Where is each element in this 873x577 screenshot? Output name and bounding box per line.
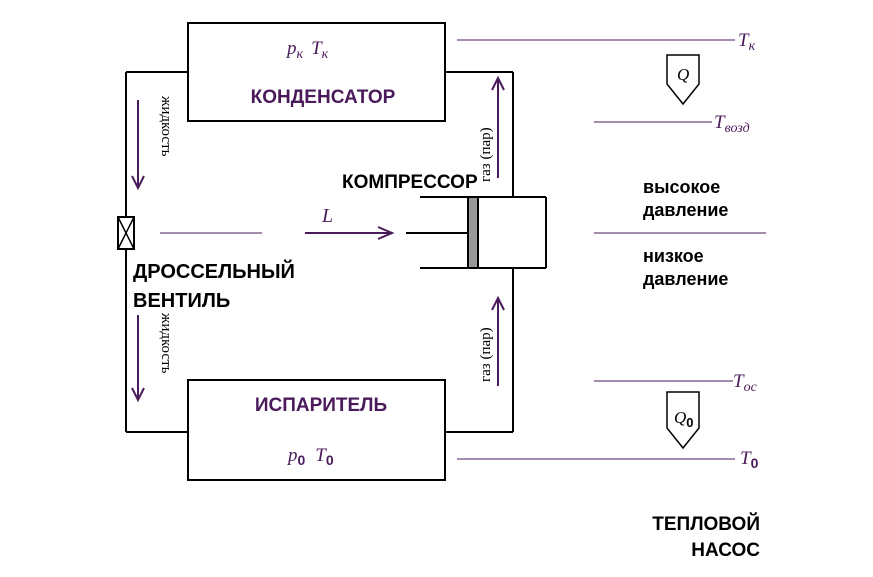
throttle-valve-icon [117,216,135,250]
work-label: L [321,205,333,227]
heat-flow-bottom-icon [666,391,700,450]
temp-tos: Tос [733,371,758,395]
compressor-label: КОМПРЕССОР [342,172,478,193]
throttle-label-line1: ДРОССЕЛЬНЫЙ [133,259,295,283]
condenser-box [187,22,446,122]
low-pressure-line2: давление [643,269,728,289]
flow-arrows [131,75,505,403]
gas-label-top: газ (пар) [478,127,494,182]
heat-flow-top-icon [666,54,700,106]
temp-tvozd: Tвозд [714,112,750,136]
temp-t0: T0 [740,448,759,471]
liquid-label-bottom: жидкость [158,312,174,374]
compressor-cylinder [406,196,547,269]
temperature-lines [457,39,735,460]
heat-q-top: Q [677,65,689,84]
low-pressure-line1: низкое [643,246,704,266]
throttle-label-line2: ВЕНТИЛЬ [133,290,230,312]
liquid-label-top: жидкость [158,95,174,157]
heat-q-bottom: Q0 [674,408,694,430]
caption-line1: ТЕПЛОВОЙ [652,513,760,535]
condenser-label: КОНДЕНСАТОР [251,87,396,108]
high-pressure-line1: высокое [643,177,720,197]
evaporator-box [187,379,446,481]
compressor-piston [467,196,479,269]
gas-label-bottom: газ (пар) [478,327,494,382]
high-pressure-line2: давление [643,200,728,220]
loop-pipes [125,71,514,433]
evaporator-label: ИСПАРИТЕЛЬ [255,395,387,416]
caption-line2: НАСОС [691,540,760,561]
temp-tk: Tк [738,30,756,54]
